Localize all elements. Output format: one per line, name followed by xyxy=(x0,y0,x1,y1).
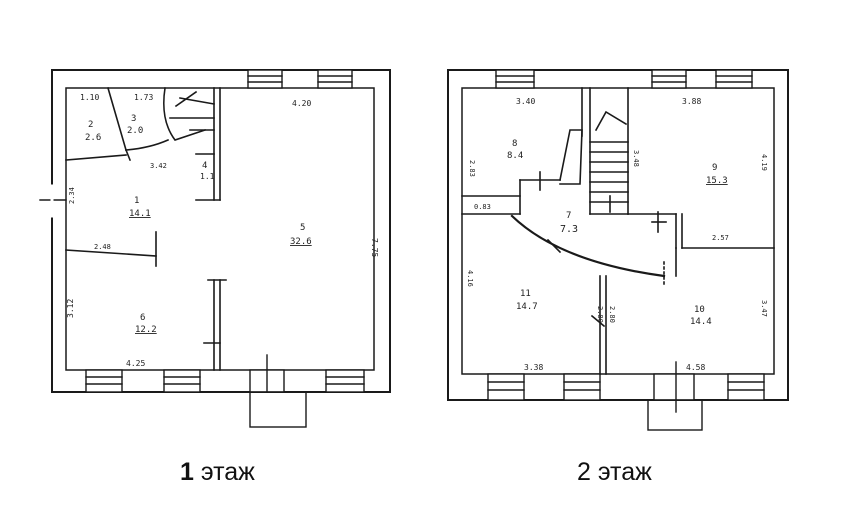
floor-2-title: 2 этаж xyxy=(577,458,652,486)
room-3-number: 3 xyxy=(131,114,136,124)
floor-2-partitions xyxy=(461,87,775,375)
room-4-number: 4 xyxy=(202,161,207,171)
floor-2-windows-top xyxy=(495,69,753,89)
room-11-area: 14.7 xyxy=(516,302,538,312)
dim-2-83: 2.83 xyxy=(468,160,476,177)
room-9-area: 15.3 xyxy=(706,176,728,186)
floor-2-inner-wall xyxy=(461,87,775,375)
dim-2-34: 2.34 xyxy=(68,187,76,204)
dim-2-80-b: 2.80 xyxy=(608,306,616,323)
dim-7-75: 7.75 xyxy=(370,238,379,257)
floor-1-partitions xyxy=(65,87,227,371)
dim-4-25: 4.25 xyxy=(126,359,145,368)
room-6-number: 6 xyxy=(140,313,145,323)
room-7-area: 7.3 xyxy=(560,224,578,235)
dim-2-48: 2.48 xyxy=(94,243,111,251)
room-6-area: 12.2 xyxy=(135,325,157,335)
room-8-number: 8 xyxy=(512,139,517,149)
dim-2-57: 2.57 xyxy=(712,234,729,242)
floor-1-dimensions: 1.10 1.73 4.20 3.42 2.34 2.48 7.75 3.12 … xyxy=(66,93,379,368)
room-8-area: 8.4 xyxy=(507,151,523,161)
dim-4-20: 4.20 xyxy=(292,99,311,108)
room-1-number: 1 xyxy=(134,196,139,206)
floor-1-room-labels: 1 14.1 2 2.6 3 2.0 4 1.1 5 32.6 6 12.2 xyxy=(85,114,312,335)
floor-1-windows-top xyxy=(247,69,353,89)
room-11-number: 11 xyxy=(520,289,531,299)
room-5-area: 32.6 xyxy=(290,237,312,247)
dim-0-83: 0.83 xyxy=(474,203,491,211)
floor-1-outer-wall xyxy=(51,69,391,393)
floor-1-plan: 1.10 1.73 4.20 3.42 2.34 2.48 7.75 3.12 … xyxy=(39,69,391,428)
room-5-number: 5 xyxy=(300,223,305,233)
dim-3-42: 3.42 xyxy=(150,162,167,170)
dim-3-88: 3.88 xyxy=(682,97,701,106)
room-4-area: 1.1 xyxy=(200,172,215,181)
floor-1-title-word: этаж xyxy=(200,458,255,486)
dim-3-38: 3.38 xyxy=(524,363,543,372)
floor-2-plan: 3.40 3.88 2.83 3.48 4.19 0.83 2.57 4.16 … xyxy=(447,69,789,431)
room-10-area: 14.4 xyxy=(690,317,712,327)
dim-4-16: 4.16 xyxy=(466,270,474,287)
floor-1-entrance xyxy=(249,354,307,428)
room-7-number: 7 xyxy=(566,211,571,221)
dim-4-19: 4.19 xyxy=(760,154,768,171)
room-10-number: 10 xyxy=(694,305,705,315)
dim-3-12: 3.12 xyxy=(66,299,75,318)
floor-2-dimensions: 3.40 3.88 2.83 3.48 4.19 0.83 2.57 4.16 … xyxy=(466,97,768,372)
dim-3-40: 3.40 xyxy=(516,97,535,106)
dim-1-73: 1.73 xyxy=(134,93,153,102)
dim-1-10: 1.10 xyxy=(80,93,99,102)
floor-2-room-labels: 7 7.3 8 8.4 9 15.3 10 14.4 11 14.7 xyxy=(507,139,728,327)
dim-3-47: 3.47 xyxy=(760,300,768,317)
room-9-number: 9 xyxy=(712,163,717,173)
floor-1-title: 1 этаж xyxy=(180,455,255,489)
floor-1-windows-bottom xyxy=(85,369,365,393)
room-1-area: 14.1 xyxy=(129,209,151,219)
dim-2-80-a: 2.80 xyxy=(596,306,604,323)
floor-2-balcony xyxy=(647,361,703,431)
dim-4-58: 4.58 xyxy=(686,363,705,372)
room-2-number: 2 xyxy=(88,120,93,130)
floor-1-title-number: 1 xyxy=(180,458,194,486)
dim-3-48: 3.48 xyxy=(632,150,640,167)
floor-2-windows-bottom xyxy=(487,373,765,401)
room-2-area: 2.6 xyxy=(85,133,101,143)
room-3-area: 2.0 xyxy=(127,126,143,136)
floor-2-outer-wall xyxy=(447,69,789,401)
